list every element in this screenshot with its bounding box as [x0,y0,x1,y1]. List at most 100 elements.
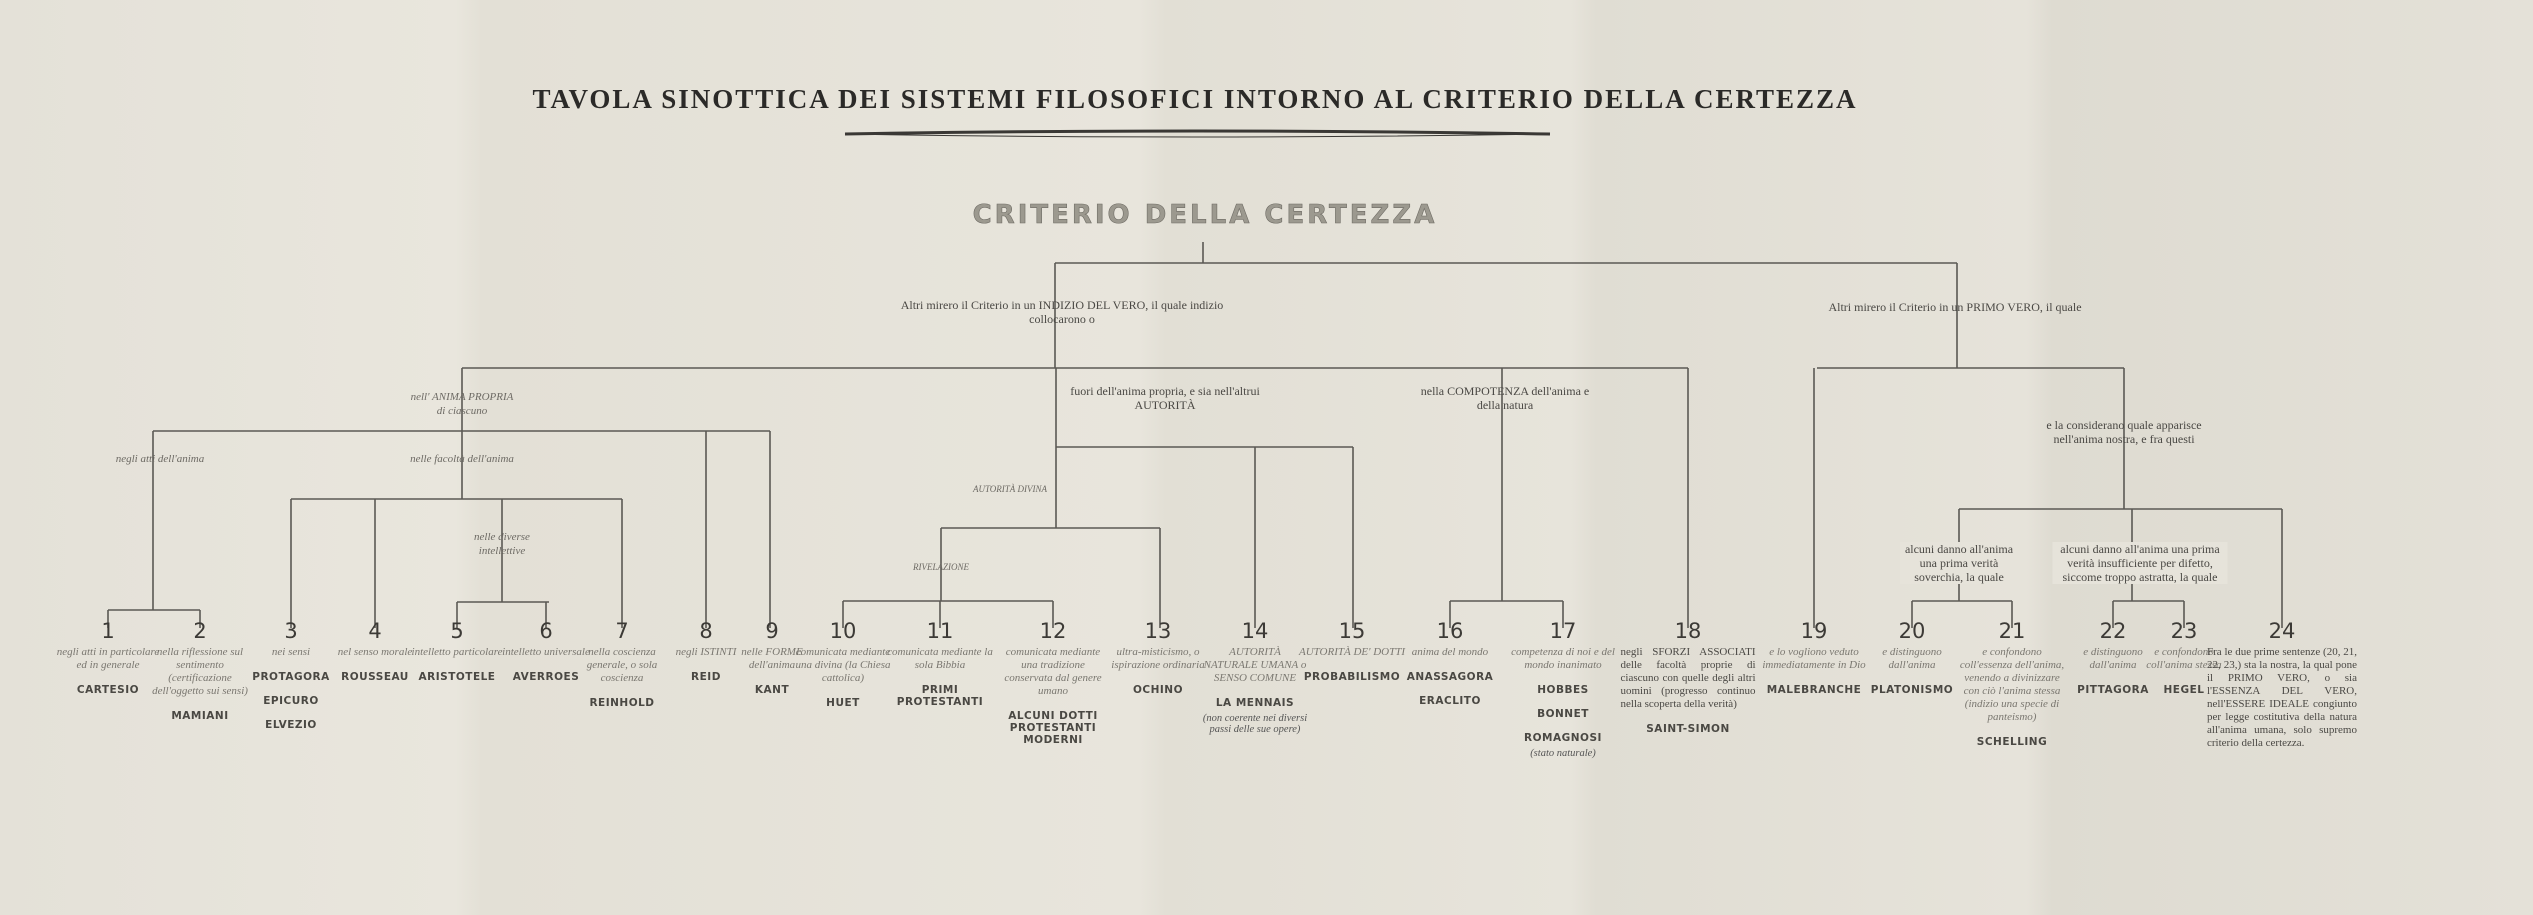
leaf-number: 21 [1998,619,2026,643]
leaf-system-11: 11 comunicata mediante la sola Bibbia PR… [886,618,994,708]
philosopher-name: SAINT-SIMON [1646,723,1730,735]
tree-connectors [107,242,2283,628]
branch-rivelazione: RIVELAZIONE [913,562,969,572]
leaf-system-21: 21 e confondono coll'essenza dell'anima,… [1958,618,2066,748]
branch-autorita-divina: AUTORITÀ DIVINA [972,484,1048,494]
leaf-description: intelletto particolare [411,646,503,658]
leaf-system-2: 2 nella riflessione sul sentimento (cert… [146,618,254,722]
leaf-number: 9 [765,619,779,643]
leaf-system-1: 1 negli atti in particolare ed in genera… [54,618,162,696]
philosopher-name: HEGEL [2163,684,2205,696]
leaf-system-18: 18 negli SFORZI ASSOCIATI delle facoltà … [1621,618,1756,735]
philosopher-name: ANASSAGORA [1406,671,1494,683]
leaf-number: 4 [368,619,382,643]
leaf-description: nelle FORME dell'anima [741,646,803,671]
philosopher-name: REINHOLD [589,697,655,709]
leaf-description: nel senso morale [337,646,413,658]
leaf-system-20: 20 e distinguono dall'anima PLATONISMO [1858,618,1966,696]
leaf-number: 7 [615,619,629,643]
leaf-system-12: 12 comunicata mediante una tradizione co… [999,618,1107,746]
branch-compotenza: nella COMPOTENZA dell'anima e della natu… [1420,384,1590,412]
philosopher-name: LA MENNAIS [1215,697,1295,709]
leaf-note: (stato naturale) [1530,748,1596,759]
leaf-system-19: 19 e lo vogliono veduto immediatamente i… [1760,618,1868,696]
leaf-system-9: 9 nelle FORME dell'anima KANT [718,618,826,696]
philosopher-name: HOBBES [1537,684,1589,696]
leaf-number: 19 [1800,619,1828,643]
leaf-description: comunicata mediante una tradizione conse… [1004,646,1102,697]
table-title: TAVOLA SINOTTICA DEI SISTEMI FILOSOFICI … [532,84,1858,114]
leaf-system-17: 17 competenza di noi e del mondo inanima… [1509,618,1617,759]
leaf-system-15: 15 AUTORITÀ DE' DOTTI PROBABILISMO [1298,618,1406,683]
philosopher-name: SCHELLING [1976,736,2048,748]
leaf-description: e distinguono dall'anima [2083,646,2143,671]
leaf-description: competenza di noi e del mondo inanimato [1511,646,1615,671]
philosopher-name: EPICURO [263,695,319,707]
branch-facolta: nelle facoltà dell'anima [410,453,514,465]
philosopher-name: AVERROES [512,671,580,683]
leaf-number: 22 [2099,619,2127,643]
philosopher-name: REID [691,671,721,683]
leaf-number: 5 [450,619,464,643]
leaf-system-3: 3 nei sensi PROTAGORA EPICURO ELVEZIO [237,618,345,731]
leaf-note: (non coerente nei diversi passi delle su… [1202,713,1308,735]
philosopher-name: PROTAGORA [252,671,330,683]
philosopher-name: PROBABILISMO [1303,671,1401,683]
branch-considerano: e la considerano quale apparisce nell'an… [2046,418,2202,446]
leaf-description: e confondono coll'essenza dell'anima, ve… [1959,646,2065,723]
philosopher-name: PITTAGORA [2077,684,2149,696]
leaf-system-6: 6 intelletto universale AVERROES [492,618,600,683]
leaf-number: 1 [101,619,115,643]
title-ornament [844,129,1551,138]
philosopher-name: BONNET [1537,708,1589,720]
leaf-system-23: 23 e confondono coll'anima stessa HEGEL [2130,618,2238,696]
root-criterio: CRITERIO DELLA CERTEZZA [972,200,1438,231]
leaf-number: 23 [2170,619,2198,643]
leaf-description: e distinguono dall'anima [1882,646,1942,671]
leaf-number: 14 [1241,619,1269,643]
leaf-number: 12 [1039,619,1067,643]
philosopher-name: PRIMI PROTESTANTI [896,684,984,708]
leaf-description: Fra le due prime sentenze (20, 21, 22, 2… [2207,646,2357,749]
philosopher-name: ELVEZIO [265,719,317,731]
leaf-system-24: 24 Fra le due prime sentenze (20, 21, 22… [2207,618,2357,750]
leaf-system-8: 8 negli ISTINTI REID [652,618,760,683]
philosopher-name: CARTESIO [76,684,140,696]
philosopher-name: ALCUNI DOTTI PROTESTANTI MODERNI [1008,710,1098,746]
philosopher-name: HUET [826,697,860,709]
leaf-system-10: 10 comunicata mediante una divina (la Ch… [789,618,897,709]
leaf-number: 10 [829,619,857,643]
leaf-description: intelletto universale [502,646,590,658]
leaf-description: negli ISTINTI [675,646,737,658]
leaf-description: nella riflessione sul sentimento (certif… [152,646,248,697]
leaf-number: 3 [284,619,298,643]
philosopher-name: ROMAGNOSI [1524,732,1602,744]
leaf-number: 24 [2268,619,2296,643]
leaf-description: AUTORITÀ NATURALE UMANA o SENSO COMUNE [1203,646,1307,684]
leaf-description: comunicata mediante una divina (la Chies… [795,646,891,684]
branch-insufficiente: alcuni danno all'anima una prima verità … [2052,542,2228,584]
leaf-number: 13 [1144,619,1172,643]
leaf-description: AUTORITÀ DE' DOTTI [1298,646,1406,658]
branch-intellettive: nelle diverse intellettive [474,531,530,557]
branch-indizio: Altri mirero il Criterio in un INDIZIO D… [900,298,1224,326]
branch-autorita: fuori dell'anima propria, e sia nell'alt… [1070,384,1260,412]
leaf-description: comunicata mediante la sola Bibbia [887,646,993,671]
branch-soverchio: alcuni danno all'anima una prima verità … [1900,542,2018,584]
philosopher-name: MALEBRANCHE [1766,684,1862,696]
leaf-description: nella coscienza generale, o sola coscien… [586,646,658,684]
leaf-description: nei sensi [271,646,311,658]
leaf-description: e lo vogliono veduto immediatamente in D… [1762,646,1866,671]
philosopher-name: MAMIANI [171,710,229,722]
branch-atti: negli atti dell'anima [115,453,205,465]
leaf-description: ultra-misticismo, o ispirazione ordinari… [1111,646,1205,671]
philosopher-name: ROUSSEAU [341,671,409,683]
branch-primo-vero: Altri mirero il Criterio in un PRIMO VER… [1828,300,2082,314]
leaf-number: 2 [193,619,207,643]
leaf-number: 20 [1898,619,1926,643]
leaf-description: e confondono coll'anima stessa [2146,646,2222,671]
leaf-number: 16 [1436,619,1464,643]
leaf-system-7: 7 nella coscienza generale, o sola cosci… [568,618,676,709]
